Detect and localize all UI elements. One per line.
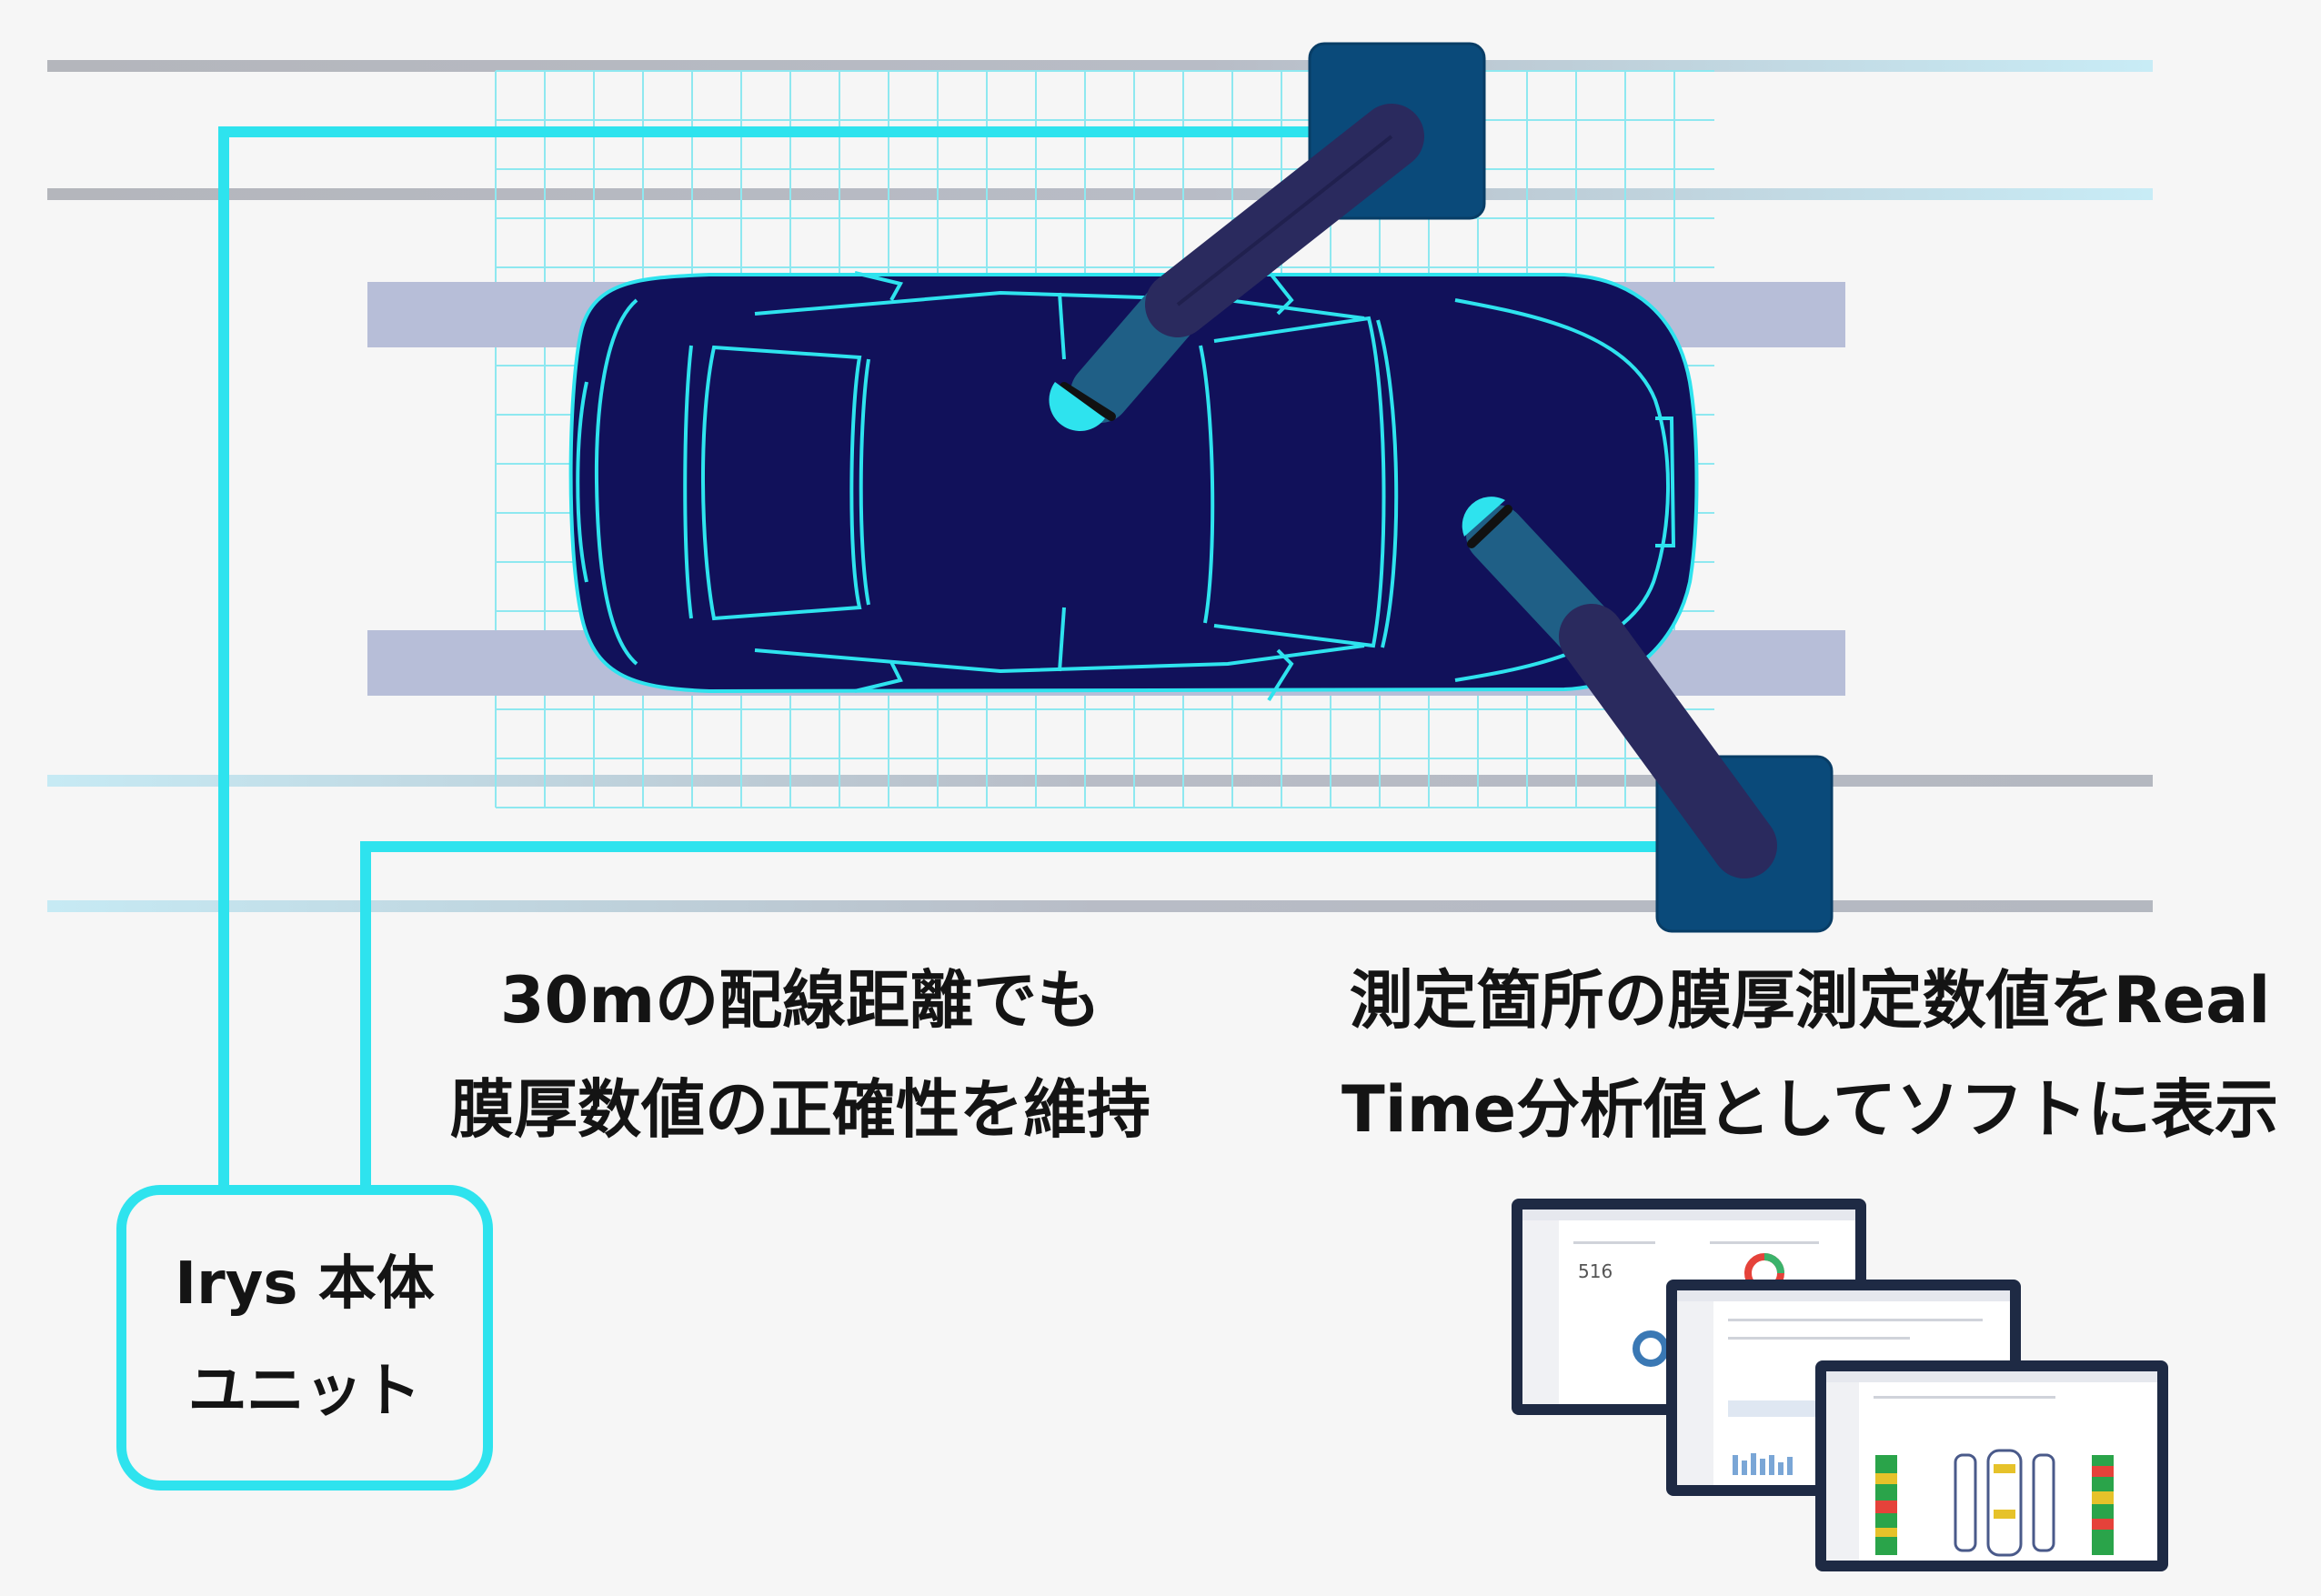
robot-arm-icon	[1462, 497, 1834, 933]
caption-right-line1: 測定箇所の膜厚測定数値をReal	[1349, 963, 2271, 1038]
sensor-head-icon	[1462, 497, 1512, 548]
signal-cables	[218, 126, 1659, 1185]
rail-top-2	[47, 188, 2153, 200]
cable-to-lower-robot	[360, 841, 1659, 1185]
car-body	[568, 273, 1699, 694]
robot-arm-icon	[1049, 42, 1486, 432]
caption-left-line2: 膜厚数値の正確性を維持	[450, 1072, 1150, 1147]
monitor-screen-icon	[1815, 1360, 2168, 1571]
irys-main-unit-box: Irys 本体 ユニット	[116, 1185, 493, 1491]
software-screens: 516	[1512, 1199, 2168, 1571]
conveyor-rails	[47, 60, 2153, 912]
unit-label-line1: Irys 本体	[175, 1250, 435, 1318]
caption-realtime-display: 測定箇所の膜厚測定数値をReal Time分析値としてソフトに表示	[1301, 946, 2319, 1164]
cable-to-upper-robot	[218, 126, 1317, 1185]
unit-label-line2: ユニット	[188, 1358, 421, 1425]
sensor-head-icon	[1049, 382, 1116, 432]
dashboard-value: 516	[1578, 1260, 1613, 1282]
rail-bottom-1	[47, 775, 2153, 787]
rail-bottom-2	[47, 900, 2153, 912]
caption-wiring-distance: 30mの配線距離でも 膜厚数値の正確性を維持	[346, 946, 1255, 1164]
caption-right-line2: Time分析値としてソフトに表示	[1341, 1072, 2279, 1147]
rail-top-1	[47, 60, 2153, 72]
caption-left-line1: 30mの配線距離でも	[499, 963, 1101, 1038]
